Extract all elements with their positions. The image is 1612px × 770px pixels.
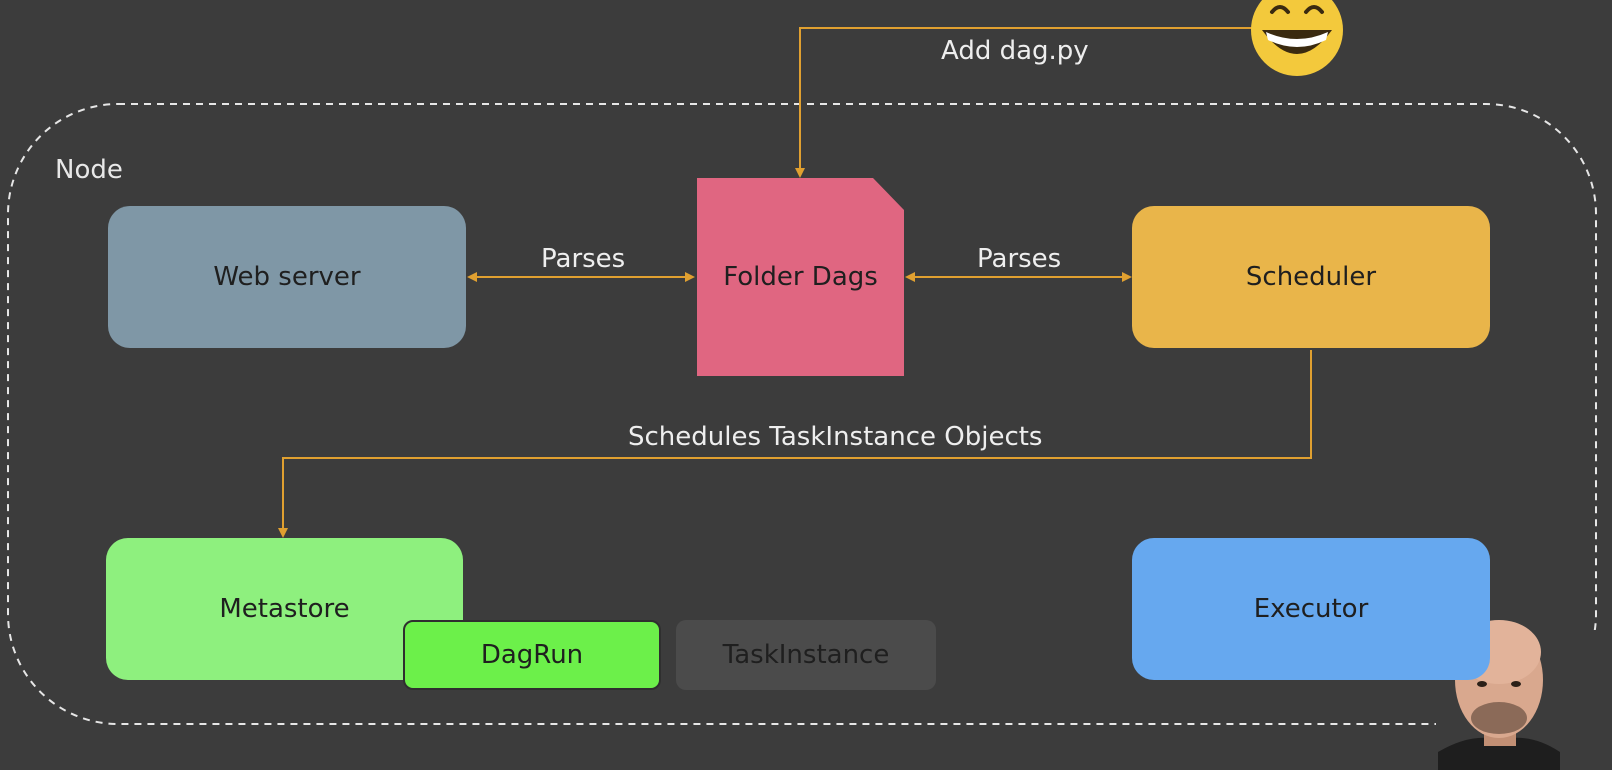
node-container-label: Node — [55, 155, 123, 185]
schedules-label: Schedules TaskInstance Objects — [628, 422, 1043, 452]
parses-left-label: Parses — [541, 244, 626, 274]
schedules-arrow — [278, 350, 1312, 538]
web-server-label: Web server — [213, 262, 361, 292]
executor-label: Executor — [1253, 594, 1369, 624]
taskinstance-label: TaskInstance — [722, 640, 890, 670]
dagrun-label: DagRun — [480, 640, 584, 670]
add-dag-arrow — [795, 27, 1262, 178]
folder-dags-shape — [697, 178, 904, 376]
grinning-face-icon — [1251, 0, 1343, 76]
parses-right-label: Parses — [977, 244, 1062, 274]
web-server-box: Web server — [108, 206, 466, 348]
scheduler-box: Scheduler — [1132, 206, 1490, 348]
taskinstance-box: TaskInstance — [676, 620, 936, 690]
folder-dags-label: Folder Dags — [723, 262, 878, 292]
scheduler-label: Scheduler — [1245, 262, 1377, 292]
metastore-label: Metastore — [219, 594, 350, 624]
folder-dags-box: Folder Dags — [697, 178, 904, 376]
executor-box: Executor — [1132, 538, 1490, 680]
node-boundary — [7, 103, 1597, 725]
dagrun-box: DagRun — [403, 620, 661, 690]
add-dag-label: Add dag.py — [941, 36, 1089, 66]
